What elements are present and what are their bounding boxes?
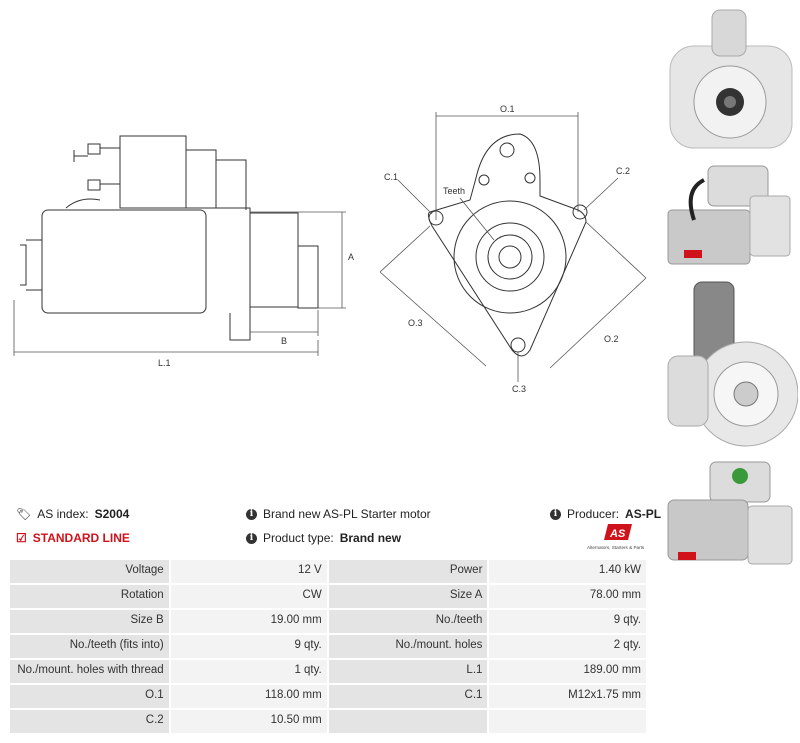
svg-text:Alternators, Starters & Parts: Alternators, Starters & Parts xyxy=(587,545,645,550)
label-teeth: Teeth xyxy=(443,186,465,196)
producer-value: AS-PL xyxy=(625,507,662,521)
spec-label: L.1 xyxy=(328,660,488,683)
photo-side-view[interactable] xyxy=(664,160,798,270)
product-photos xyxy=(662,0,800,575)
checkbox-icon: ☑ xyxy=(16,531,27,545)
spec-value: 2 qty. xyxy=(489,635,646,658)
spec-value: 9 qty. xyxy=(170,635,327,658)
spec-label: No./teeth (fits into) xyxy=(10,635,169,658)
solenoid xyxy=(119,135,187,209)
producer-row: i Producer: AS-PL xyxy=(550,507,661,521)
as-index-row: 🏷︎ AS index: S2004 xyxy=(16,507,129,521)
label-c2: C.2 xyxy=(616,166,630,176)
label-c1: C.1 xyxy=(384,172,398,182)
standard-line-label: STANDARD LINE xyxy=(32,531,130,545)
photo-top-view[interactable] xyxy=(664,276,798,452)
spec-label: Rotation xyxy=(10,585,169,608)
technical-drawing: A B L.1 O.1 O.2 O.3 C.1 C.2 C.3 Teeth xyxy=(13,104,647,394)
description-text: Brand new AS-PL Starter motor xyxy=(263,507,431,521)
as-pl-logo: AS Alternators, Starters & Parts xyxy=(587,524,645,550)
product-type-label: Product type: xyxy=(263,531,334,545)
spec-value: 10.50 mm xyxy=(170,710,327,733)
as-index-value: S2004 xyxy=(94,507,130,521)
description-row: i Brand new AS-PL Starter motor xyxy=(246,507,431,521)
info-icon: i xyxy=(246,508,257,520)
spec-label: No./mount. holes xyxy=(328,635,488,658)
spec-value: 1 qty. xyxy=(170,660,327,683)
flange-outline xyxy=(427,133,587,357)
spec-value: M12x1.75 mm xyxy=(489,685,646,708)
spec-value: CW xyxy=(170,585,327,608)
info-icon: i xyxy=(550,508,561,520)
spec-value: 1.40 kW xyxy=(489,560,646,583)
spec-label: C.1 xyxy=(328,685,488,708)
spec-value xyxy=(489,710,646,733)
label-b: B xyxy=(281,336,287,346)
spec-row: No./teeth (fits into)9 qty.No./mount. ho… xyxy=(10,635,646,658)
motor-body xyxy=(41,209,207,314)
spec-label: No./mount. holes with thread xyxy=(10,660,169,683)
tag-icon: 🏷︎ xyxy=(16,507,32,521)
label-o2: O.2 xyxy=(604,334,619,344)
spec-value: 189.00 mm xyxy=(489,660,646,683)
producer-label: Producer: xyxy=(567,507,620,521)
photo-angle-view[interactable] xyxy=(664,456,798,572)
spec-label: Size B xyxy=(10,610,169,633)
spec-value: 12 V xyxy=(170,560,327,583)
label-o1: O.1 xyxy=(500,104,515,114)
photo-front-view[interactable] xyxy=(664,6,798,152)
label-o3: O.3 xyxy=(408,318,423,328)
label-l1: L.1 xyxy=(158,358,171,368)
spec-value: 19.00 mm xyxy=(170,610,327,633)
as-index-label: AS index: xyxy=(37,507,89,521)
product-type-value: Brand new xyxy=(339,531,402,545)
spec-value: 118.00 mm xyxy=(170,685,327,708)
info-icon: i xyxy=(246,532,257,544)
label-c3: C.3 xyxy=(512,384,526,394)
spec-label: No./teeth xyxy=(328,610,488,633)
label-a: A xyxy=(348,252,354,262)
spec-label: O.1 xyxy=(10,685,169,708)
spec-value: 78.00 mm xyxy=(489,585,646,608)
spec-label xyxy=(328,710,488,733)
spec-label: Power xyxy=(328,560,488,583)
spec-value: 9 qty. xyxy=(489,610,646,633)
spec-label: Voltage xyxy=(10,560,169,583)
svg-text:AS: AS xyxy=(609,528,626,540)
spec-label: C.2 xyxy=(10,710,169,733)
standard-line-row: ☑ STANDARD LINE xyxy=(16,531,130,545)
product-type-row: i Product type: Brand new xyxy=(246,531,401,545)
spec-label: Size A xyxy=(328,585,488,608)
